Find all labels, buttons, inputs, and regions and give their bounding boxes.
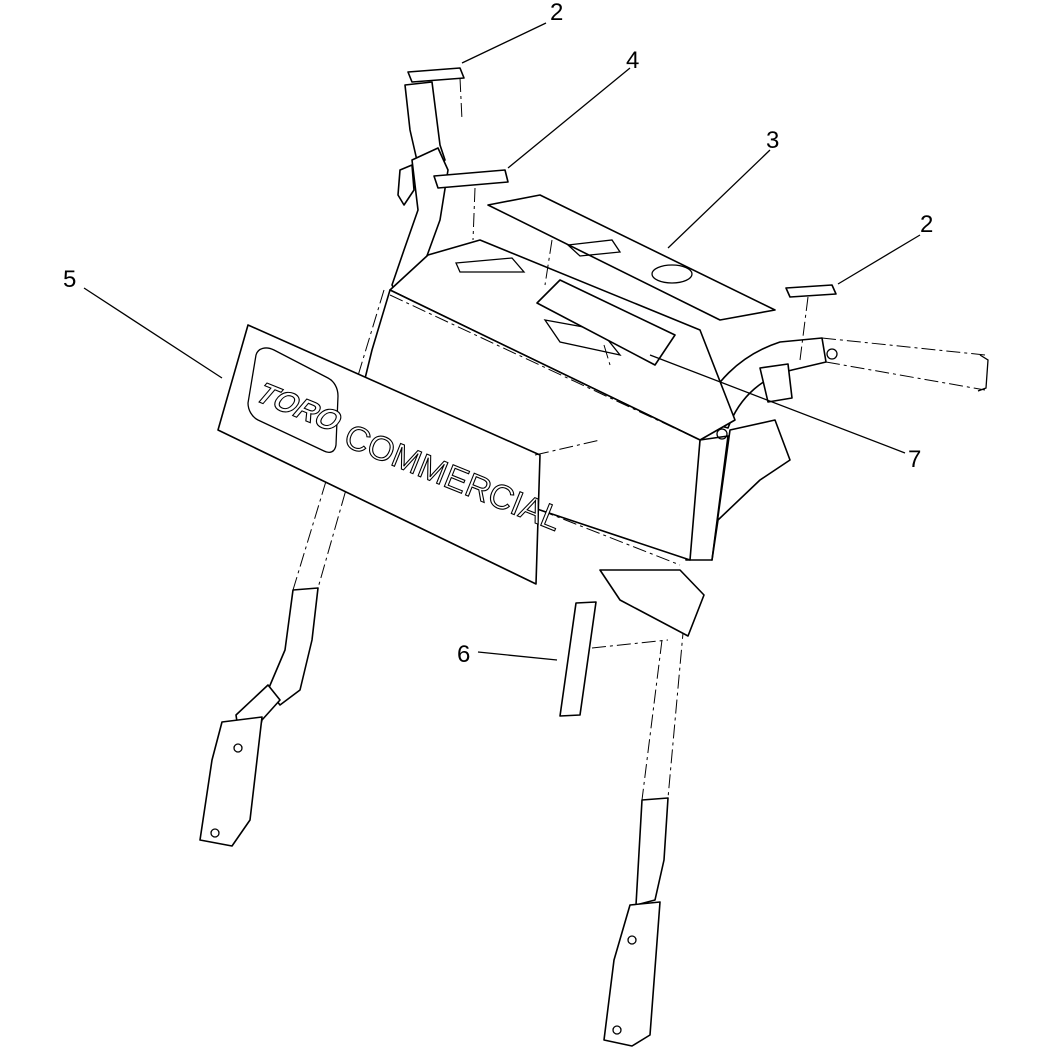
callout-5: 5	[63, 266, 76, 293]
decal-3	[487, 194, 776, 321]
callout-4: 4	[626, 47, 639, 74]
left-handle-tube	[199, 81, 449, 847]
control-panel	[349, 239, 838, 637]
decal-6	[559, 601, 669, 717]
decal-4	[433, 169, 509, 241]
decal-7	[536, 279, 676, 366]
callout-6: 6	[457, 641, 470, 668]
leader-lines	[83, 22, 921, 661]
callout-2-top: 2	[550, 0, 563, 26]
decal-2-left	[407, 67, 465, 121]
callout-labels: 2 4 3 2 5 7 6	[63, 0, 933, 668]
callout-3: 3	[766, 127, 779, 154]
callout-7: 7	[908, 446, 921, 473]
callout-2-right: 2	[920, 211, 933, 238]
decal-2-right	[785, 284, 837, 361]
